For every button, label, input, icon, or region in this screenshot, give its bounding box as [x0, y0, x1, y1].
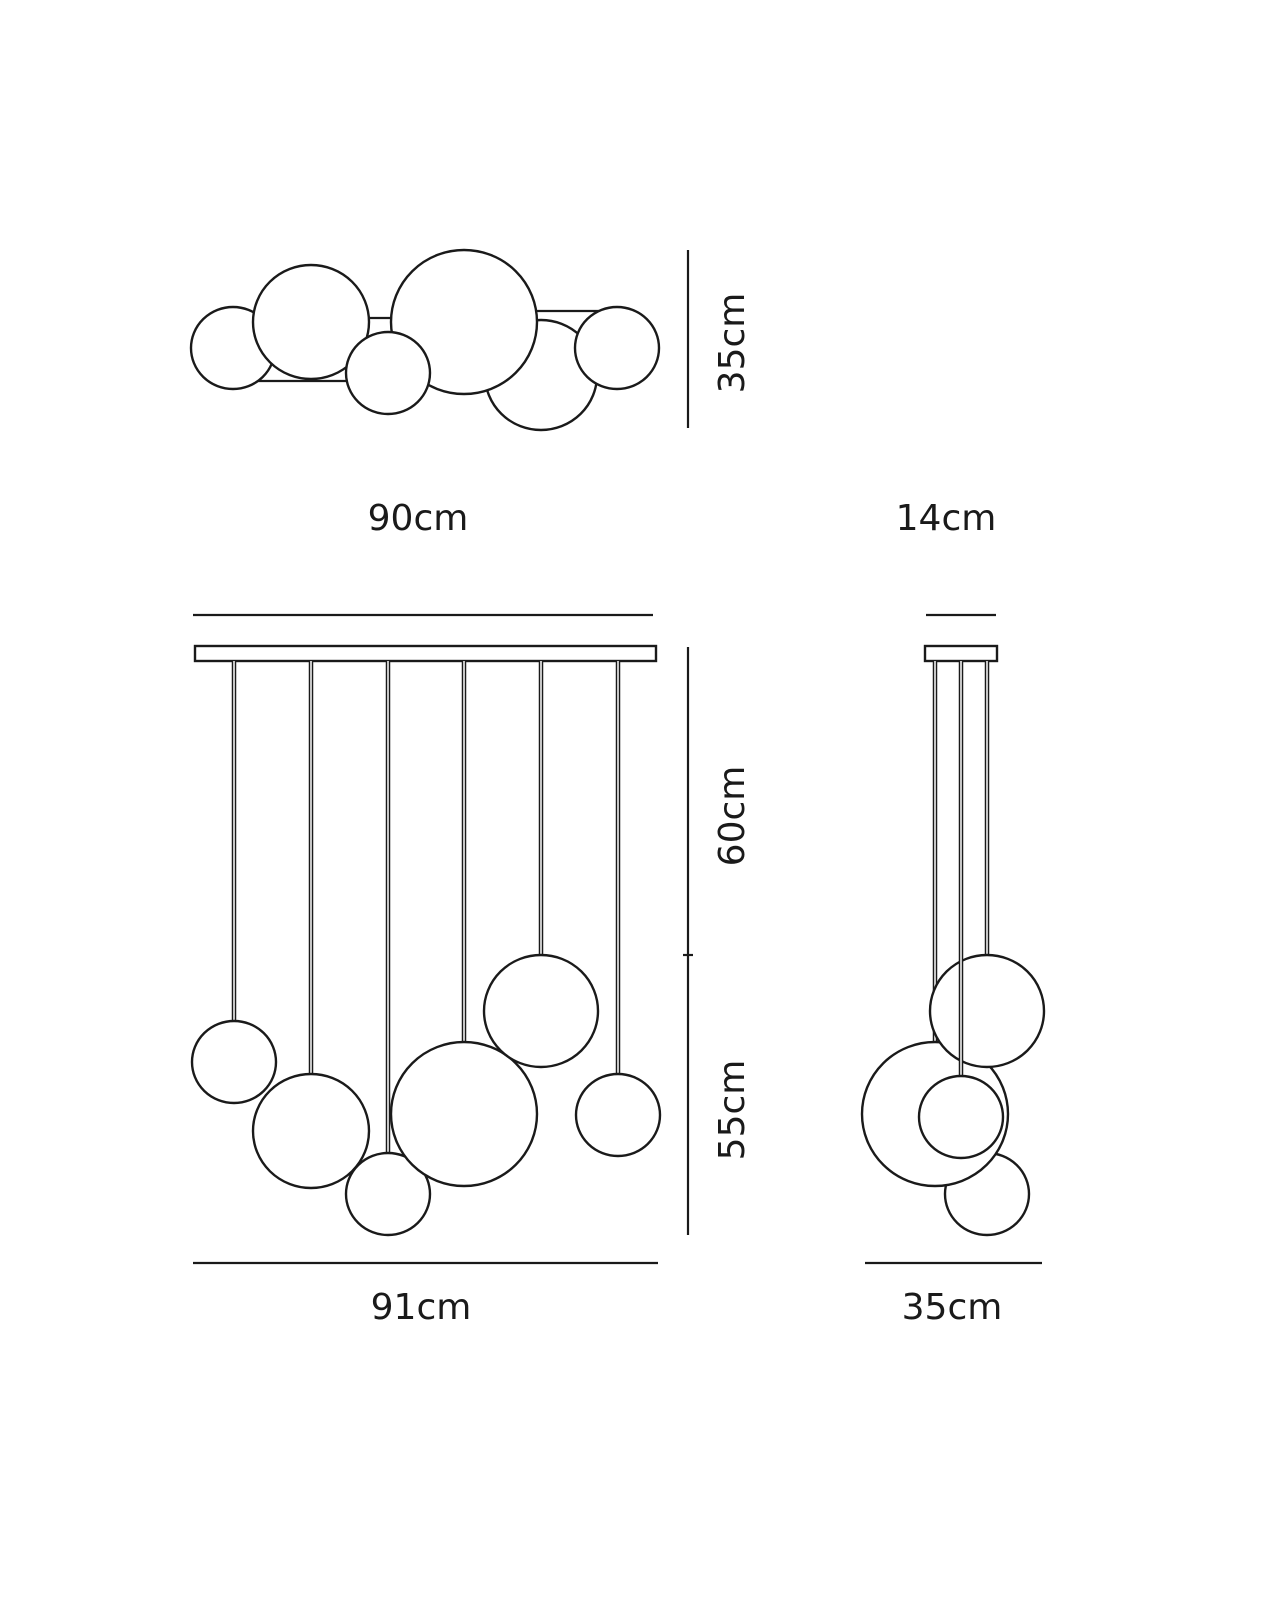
top-width-label: 90cm [368, 498, 469, 539]
canopy [193, 644, 658, 663]
side-canopy-label: 14cm [896, 498, 997, 539]
globe [573, 305, 661, 391]
front-view: 60cm 55cm 91cm [190, 613, 753, 1328]
globe [482, 953, 600, 1069]
top-depth-label: 35cm [712, 293, 753, 394]
side-view: 35cm [860, 613, 1046, 1328]
side-width-label: 35cm [902, 1287, 1003, 1328]
globe [344, 330, 432, 416]
cords [231, 661, 621, 1153]
front-width-label: 91cm [371, 1287, 472, 1328]
front-cluster-height-label: 55cm [712, 1060, 753, 1161]
top-view: 35cm 90cm [189, 248, 753, 539]
globe [574, 1072, 662, 1158]
globe [928, 953, 1046, 1069]
canopy [923, 644, 999, 663]
globe [190, 1019, 278, 1105]
globe [344, 1151, 432, 1237]
globe [917, 1074, 1005, 1160]
front-drop-label: 60cm [712, 766, 753, 867]
globe [251, 1072, 371, 1190]
globe [389, 1040, 539, 1188]
globe [251, 263, 371, 381]
